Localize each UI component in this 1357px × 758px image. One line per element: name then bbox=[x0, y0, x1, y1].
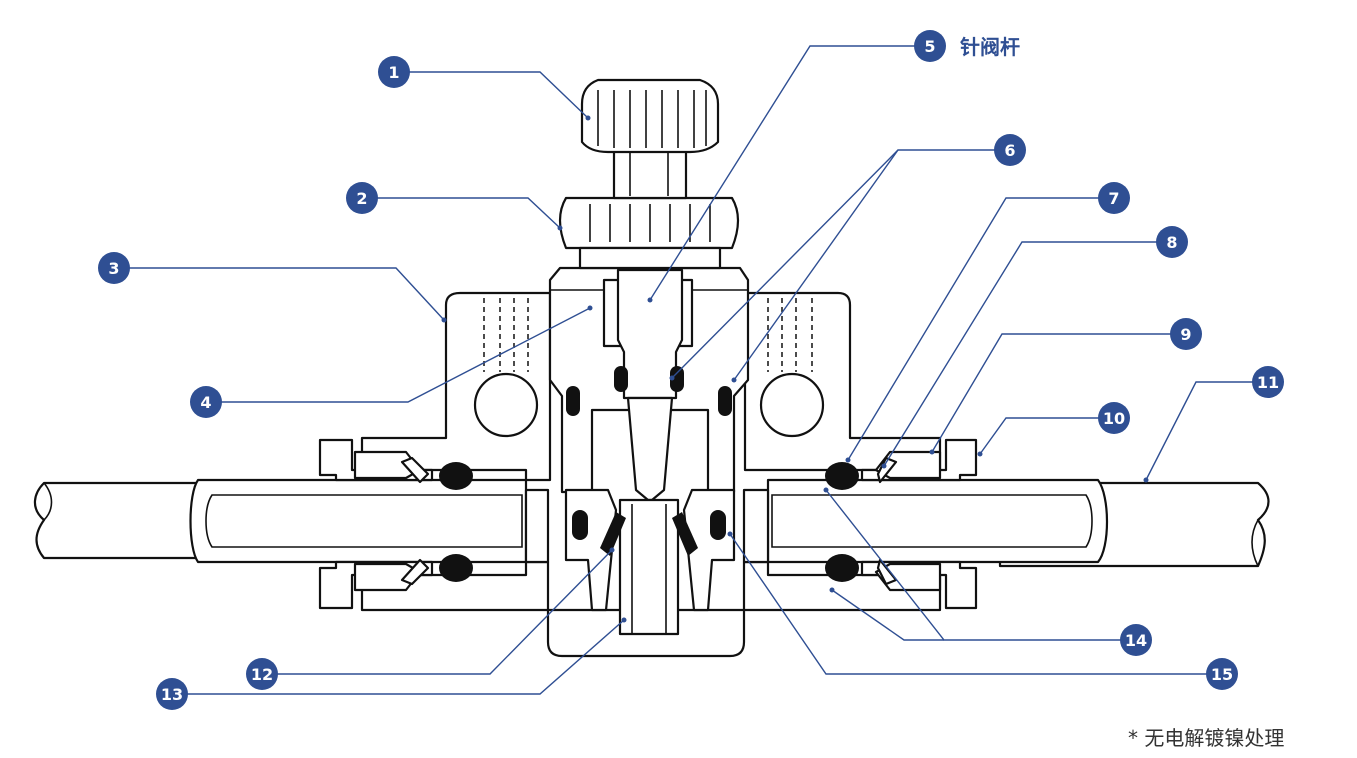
svg-text:13: 13 bbox=[161, 685, 183, 704]
svg-text:8: 8 bbox=[1166, 233, 1177, 252]
svg-text:3: 3 bbox=[108, 259, 119, 278]
callout-15: 15 bbox=[1206, 658, 1238, 690]
svg-text:11: 11 bbox=[1257, 373, 1279, 392]
callout-9: 9 bbox=[1170, 318, 1202, 350]
callout-5: 5 针阀杆 bbox=[914, 30, 1020, 62]
callout-14: 14 bbox=[1120, 624, 1152, 656]
callout-12: 12 bbox=[246, 658, 278, 690]
callout-1: 1 bbox=[378, 56, 410, 88]
callout-11: 11 bbox=[1252, 366, 1284, 398]
left-fitting bbox=[318, 438, 434, 610]
lock-nut bbox=[558, 196, 740, 270]
left-tube bbox=[33, 478, 528, 564]
svg-text:2: 2 bbox=[356, 189, 367, 208]
adjust-knob bbox=[580, 78, 720, 200]
leader-dots bbox=[441, 115, 1149, 623]
callout-2: 2 bbox=[346, 182, 378, 214]
callout-8: 8 bbox=[1156, 226, 1188, 258]
right-fitting bbox=[860, 438, 978, 610]
leader-lines bbox=[114, 45, 1268, 695]
callout-10: 10 bbox=[1098, 402, 1130, 434]
callout-7: 7 bbox=[1098, 182, 1130, 214]
needle-stem-label: 针阀杆 bbox=[960, 35, 1020, 59]
callout-6: 6 bbox=[994, 134, 1026, 166]
svg-text:9: 9 bbox=[1180, 325, 1191, 344]
svg-text:6: 6 bbox=[1004, 141, 1015, 160]
svg-text:10: 10 bbox=[1103, 409, 1125, 428]
svg-text:1: 1 bbox=[388, 63, 399, 82]
needle-stem bbox=[566, 268, 732, 502]
svg-text:12: 12 bbox=[251, 665, 273, 684]
valve-body bbox=[360, 291, 942, 658]
tube-o-rings bbox=[439, 462, 859, 582]
svg-text:4: 4 bbox=[200, 393, 211, 412]
callout-13: 13 bbox=[156, 678, 188, 710]
svg-text:5: 5 bbox=[924, 37, 935, 56]
plating-footnote: * 无电解镀镍处理 bbox=[1128, 726, 1285, 750]
svg-text:15: 15 bbox=[1211, 665, 1233, 684]
svg-text:7: 7 bbox=[1108, 189, 1119, 208]
callout-3: 3 bbox=[98, 252, 130, 284]
callout-4: 4 bbox=[190, 386, 222, 418]
right-tube bbox=[766, 478, 1270, 568]
valve-seat bbox=[564, 488, 736, 636]
svg-text:14: 14 bbox=[1125, 631, 1147, 650]
